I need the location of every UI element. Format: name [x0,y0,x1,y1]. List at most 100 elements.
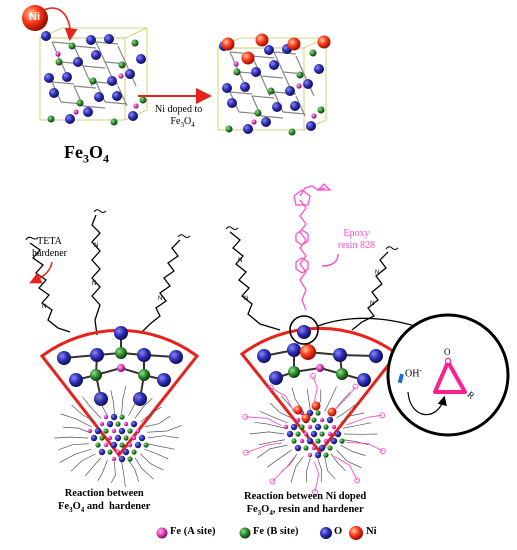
surface-ligand [324,456,336,480]
epoxy-chain [245,416,282,427]
fe-a-site-atom [87,428,93,434]
fe-b-site-atom [76,99,84,107]
surface-ligand [96,392,108,416]
oxygen-atom [73,57,83,67]
oxygen-atom [269,60,279,70]
doping-arrow-label: Ni doped to Fe3O4 [155,104,202,131]
fe-a-site-atom [233,61,239,67]
epoxy-chain [312,375,318,407]
surface-ligand [306,388,311,411]
epoxy-line2: resin 828 [338,240,375,251]
bond [251,55,275,59]
fe-a-site-atom [307,452,313,458]
surface-ligand [340,412,365,424]
surface-ligand [140,406,162,423]
oxygen-atom [114,326,128,340]
cr-fe: Fe [246,504,258,515]
fe-b-site-atom [336,368,348,380]
bond [260,115,284,119]
caption-left-line1: Reaction between [64,488,144,499]
fe-a-site-atom [327,431,333,437]
fe-b-site-atom [315,438,321,444]
cl-rest: and hardener [84,501,151,512]
nickel-atom [311,401,321,411]
surface-ligand [54,436,89,439]
ni-badge [22,5,78,42]
oxygen-atom [251,67,261,77]
surface-ligand [140,453,164,471]
fe-b-site-atom [95,442,101,448]
bond [273,51,284,73]
oxygen-atom [104,34,114,44]
fe-a-site-atom [55,51,61,57]
hydroxyl-label: OH- [405,366,422,379]
oxygen-atom [318,444,326,452]
fe-b-site-atom [123,435,129,441]
epoxy-chain [346,441,383,452]
surface-ligand [58,443,89,451]
bond [229,91,253,95]
epoxy-chain [333,386,356,412]
surface-ligand [144,415,171,428]
oxygen-atom [136,54,146,64]
caption-right: Reaction between Ni doped Fe3O4, resin a… [244,490,366,520]
hydroxyl-marker [397,373,404,384]
fe-b-site-atom [115,421,121,427]
fe-b-site-atom [127,456,133,462]
oxygen-atom [306,437,314,445]
attack-arrow [407,391,447,416]
sub-4: 4 [191,121,195,129]
surface-ligand [324,386,337,412]
fe-b-site-atom [119,414,125,420]
svg-text:N: N [370,301,374,307]
surface-ligand [290,456,304,483]
oxygen-atom [65,114,75,124]
svg-text:N: N [158,296,162,302]
fe-b-site-atom [323,424,329,430]
oxygen-atom [112,91,122,101]
surface-ligand [266,449,292,468]
oxygen-atom [133,392,147,406]
fe-a-site-atom [316,364,324,372]
fe-b-site-atom [68,42,76,50]
surface-ligand [254,421,285,429]
fe-b-site-atom [138,369,150,381]
fe-a-site-atom [251,119,257,125]
fe-b-site-atom [127,428,133,434]
fe-b-site-atom-icon [239,527,251,539]
formula-fe3o4: Fe3O4 [64,142,109,167]
bond [73,45,97,49]
surface-ligand [134,397,153,419]
fe-a-site-atom [133,103,139,109]
oxygen-atom [314,423,322,431]
epoxy-resin-label: Epoxy resin 828 [338,228,375,252]
oxygen-atom-icon [320,527,332,539]
fe-b-site-atom [339,438,345,444]
fe-a-site-atom [135,428,141,434]
surface-ligand [330,453,347,472]
oxygen-atom [227,98,237,108]
cr-sub-4: 4 [269,509,273,518]
fe-a-site-atom [303,431,309,437]
oxygen-atom [110,413,118,421]
formula-o: O [88,142,103,162]
surface-ligand [121,461,126,487]
surface-ligand [147,443,175,450]
nanoparticle-right [242,373,386,495]
fe-a-site-atom [118,73,124,79]
svg-text:N: N [238,258,242,264]
epoxy-ring [242,413,249,420]
sector-left [39,328,200,458]
fe-a-site-atom [103,442,109,448]
fe-a-site-atom [331,424,337,430]
oxygen-atom [41,31,51,41]
fe-a-site-atom [115,449,121,455]
fe-b-site-atom [47,115,55,123]
epoxy-ring [267,384,274,391]
epoxy-ring [312,489,318,495]
oh-text: OH [405,368,420,380]
oxygen-atom [98,448,106,456]
oxygen-atom [128,111,138,121]
epoxy-ring [269,478,276,485]
